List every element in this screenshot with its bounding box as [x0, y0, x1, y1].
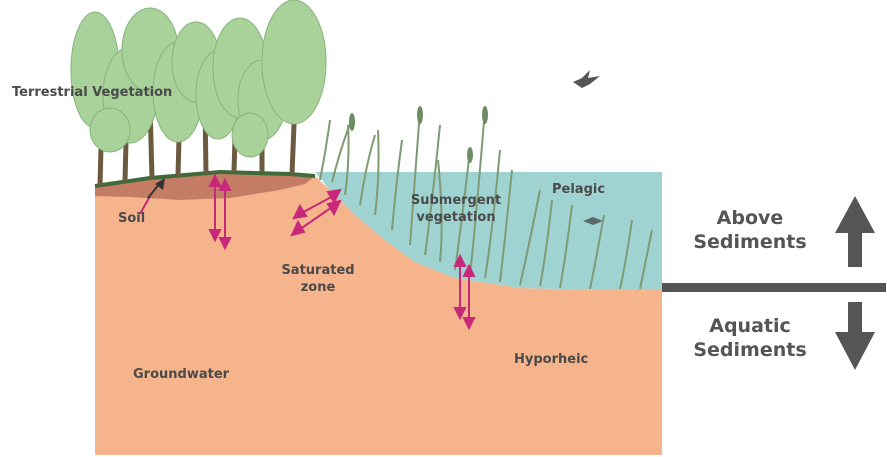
- down-arrow-icon: [835, 302, 875, 370]
- submergent-line2: vegetation: [396, 209, 516, 226]
- saturated-zone-line2: zone: [278, 279, 358, 296]
- sediment-divider: [662, 283, 886, 292]
- saturated-zone-label: Saturated zone: [278, 262, 358, 296]
- below-line1: Aquatic: [670, 314, 830, 338]
- hyporheic-label: Hyporheic: [514, 351, 588, 368]
- above-line1: Above: [670, 206, 830, 230]
- submergent-line1: Submergent: [396, 192, 516, 209]
- soil-label: Soil: [118, 210, 145, 227]
- aquatic-sediments-label: Aquatic Sediments: [670, 314, 830, 362]
- pelagic-label: Pelagic: [552, 181, 605, 198]
- terrestrial-vegetation-label: Terrestrial Vegetation: [12, 84, 172, 101]
- tree-canopies: [71, 0, 326, 157]
- saturated-zone-line1: Saturated: [278, 262, 358, 279]
- bird-icon: [573, 70, 600, 88]
- submergent-vegetation-label: Submergent vegetation: [396, 192, 516, 226]
- up-arrow-icon: [835, 196, 875, 267]
- groundwater-label: Groundwater: [133, 366, 229, 383]
- below-line2: Sediments: [670, 338, 830, 362]
- above-line2: Sediments: [670, 230, 830, 254]
- above-sediments-label: Above Sediments: [670, 206, 830, 254]
